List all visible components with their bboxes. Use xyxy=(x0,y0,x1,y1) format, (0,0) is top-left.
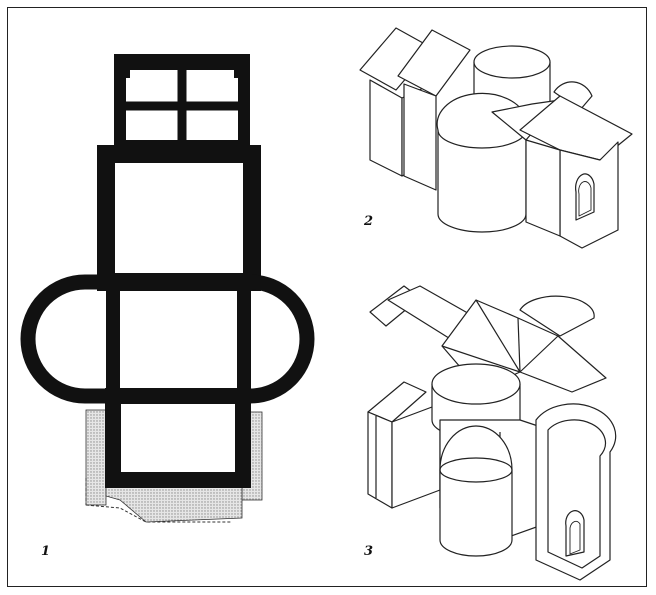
plan-later-walls xyxy=(85,409,263,523)
plan-transept xyxy=(20,274,315,404)
figure-label-1: 1 xyxy=(41,544,51,559)
plan-sanctuary xyxy=(105,388,251,488)
axonometric-view-3 xyxy=(367,285,617,581)
plan-drawing xyxy=(20,54,315,523)
plan-narthex xyxy=(114,54,250,156)
plan-nave xyxy=(97,145,261,291)
figure-label-2: 2 xyxy=(364,214,374,229)
figure-label-3: 3 xyxy=(364,544,374,559)
axonometric-view-2 xyxy=(359,27,633,249)
